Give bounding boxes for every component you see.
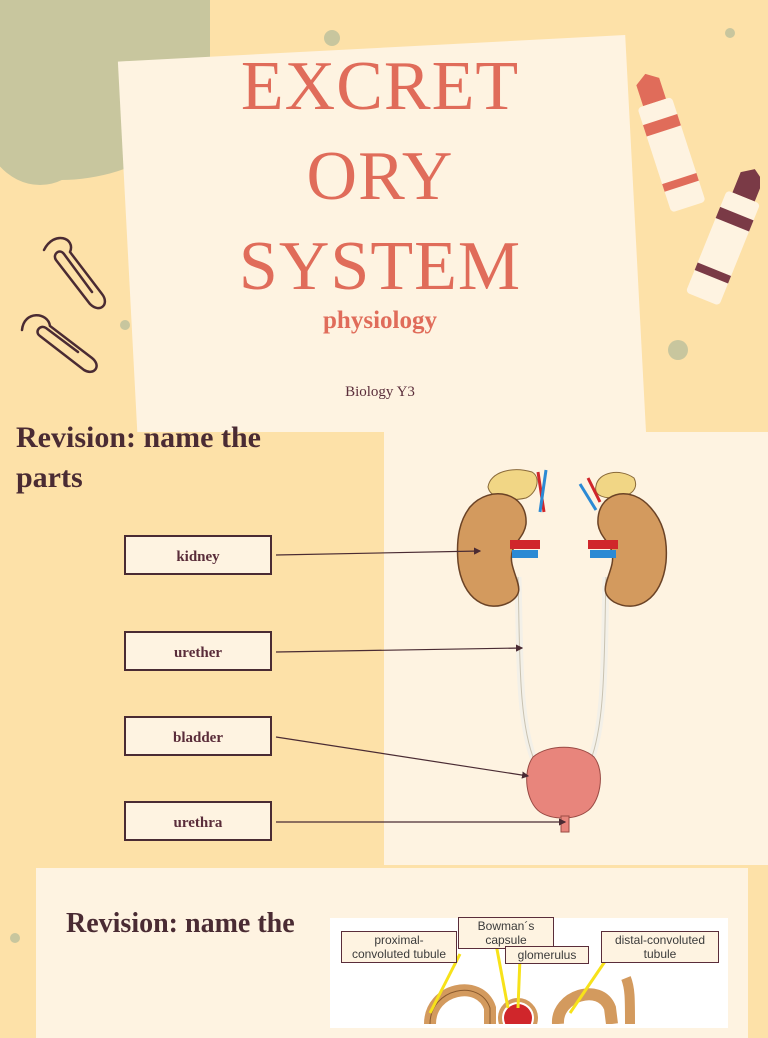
slide-title: EXCRET ORY SYSTEM: [238, 48, 522, 305]
nephron-drawing: [424, 943, 635, 1024]
label-proximal-tubule: proximal- convoluted tubule: [341, 931, 457, 963]
label-distal-tubule: distal-convoluted tubule: [601, 931, 719, 963]
paperclip-icon: [20, 236, 107, 374]
urinary-diagram: [275, 469, 668, 833]
revision-heading-2: Revision: name the: [66, 908, 295, 939]
kidney-illustration: [456, 493, 668, 607]
slide-credit: Biology Y3: [345, 384, 415, 400]
decor-dot: [10, 933, 20, 943]
label-urether: urether: [124, 631, 272, 671]
decor-dot: [324, 30, 340, 46]
label-bladder: bladder: [124, 716, 272, 756]
revision-heading: Revision: name the parts: [16, 421, 261, 494]
slide-subtitle: physiology: [323, 307, 437, 334]
label-bowmans-capsule: Bowman´s capsule: [458, 917, 554, 949]
decor-dot: [725, 28, 735, 38]
label-urethra: urethra: [124, 801, 272, 841]
label-glomerulus: glomerulus: [505, 946, 589, 964]
decor-dot: [120, 320, 130, 330]
crayon-icon: [636, 73, 760, 305]
decor-dot: [668, 340, 688, 360]
decor-blob: [0, 40, 100, 185]
bladder-illustration: [526, 746, 601, 833]
label-kidney: kidney: [124, 535, 272, 575]
